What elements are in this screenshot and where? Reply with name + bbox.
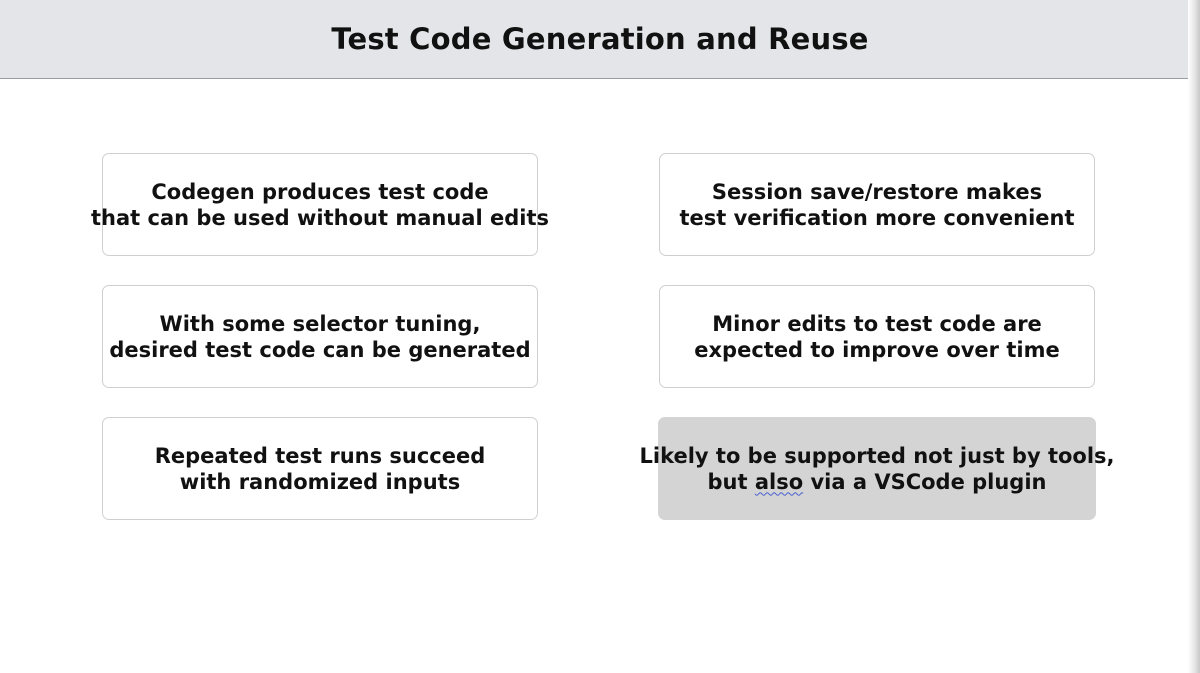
spellcheck-flagged-word: also bbox=[754, 469, 804, 494]
point-card-codegen: Codegen produces test code that can be u… bbox=[91, 153, 549, 256]
card-line: but also via a VSCode plugin bbox=[708, 469, 1047, 495]
card-line: desired test code can be generated bbox=[109, 337, 531, 362]
point-card-selector: With some selector tuning, desired test … bbox=[102, 285, 538, 388]
card-line: Minor edits to test code are bbox=[712, 311, 1042, 336]
card-line: Likely to be supported not just by tools… bbox=[639, 443, 1115, 468]
point-card-repeated-runs: Repeated test runs succeed with randomiz… bbox=[102, 417, 538, 520]
point-card-minor-edits: Minor edits to test code are expected to… bbox=[659, 285, 1095, 388]
card-line: test verification more convenient bbox=[679, 205, 1075, 230]
point-card-vscode-selected[interactable]: Likely to be supported not just by tools… bbox=[639, 417, 1115, 520]
window-edge bbox=[1188, 0, 1200, 673]
card-line: with randomized inputs bbox=[179, 469, 461, 494]
card-line: Codegen produces test code bbox=[151, 179, 489, 204]
card-line: expected to improve over time bbox=[694, 337, 1060, 362]
page-title: Test Code Generation and Reuse bbox=[331, 22, 869, 56]
card-line: Repeated test runs succeed bbox=[154, 443, 486, 468]
point-card-session: Session save/restore makes test verifica… bbox=[659, 153, 1095, 256]
card-line: With some selector tuning, bbox=[159, 311, 481, 336]
header-bar: Test Code Generation and Reuse bbox=[0, 0, 1200, 79]
card-line: that can be used without manual edits bbox=[91, 205, 549, 230]
text-run: but bbox=[707, 469, 755, 494]
text-run: via a VSCode plugin bbox=[803, 469, 1047, 494]
card-line: Session save/restore makes bbox=[711, 179, 1043, 204]
